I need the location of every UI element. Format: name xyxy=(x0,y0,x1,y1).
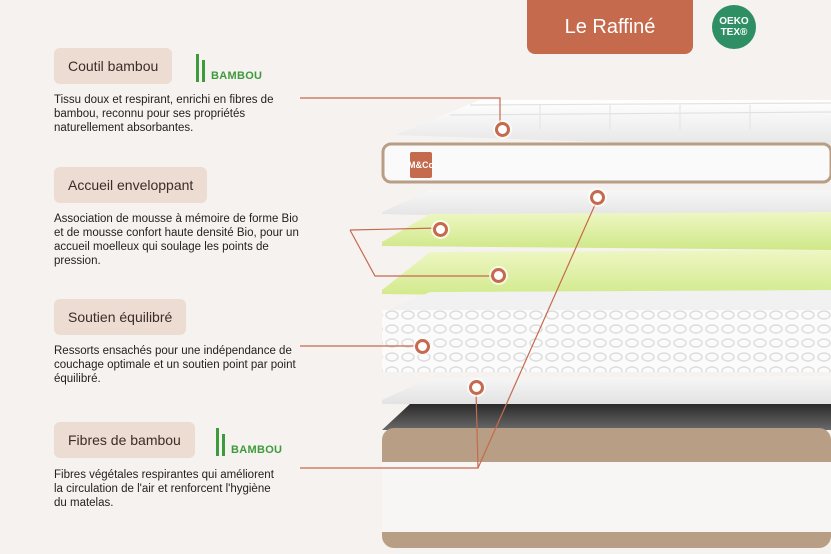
spring-layer xyxy=(382,290,831,372)
bambou-badge: BAMBOU xyxy=(212,428,282,456)
feature-description-fibres-de-bambou: Fibres végétales respirantes qui amélior… xyxy=(54,469,274,509)
product-title: Le Raffiné xyxy=(564,15,656,38)
feature-label-soutien-equilibre: Soutien équilibré xyxy=(54,299,187,335)
memory-foam-layer-1 xyxy=(382,212,831,250)
brand-tag: M&Co xyxy=(408,152,434,178)
feature-description-accueil-enveloppant: Association de mousse à mémoire de forme… xyxy=(54,213,299,267)
leader-lines xyxy=(300,97,599,469)
oeko-tex-badge: OEKO TEX® xyxy=(712,5,756,49)
bamboo-icon xyxy=(192,54,210,82)
feature-label-coutil-bambou: Coutil bambou xyxy=(54,48,173,84)
base-layer xyxy=(382,404,831,548)
product-title-tab: Le Raffiné xyxy=(527,0,693,54)
topper-layer xyxy=(381,100,831,184)
feature-label-accueil-enveloppant: Accueil enveloppant xyxy=(54,167,208,203)
feature-description-soutien-equilibre: Ressorts ensachés pour une indépendance … xyxy=(54,345,296,385)
bamboo-icon xyxy=(212,428,230,456)
feature-label-fibres-de-bambou: Fibres de bambou xyxy=(54,422,195,458)
hotspot-base[interactable] xyxy=(469,380,484,395)
bambou-badge: BAMBOU xyxy=(192,54,262,82)
hotspot-memory-foam-2[interactable] xyxy=(491,268,506,283)
hotspot-springs[interactable] xyxy=(415,339,430,354)
feature-description-coutil-bambou: Tissu doux et respirant, enrichi en fibr… xyxy=(54,94,274,134)
memory-foam-layer-2 xyxy=(382,250,831,300)
hotspot-memory-foam-1[interactable] xyxy=(433,222,448,237)
separator-layer xyxy=(382,376,831,410)
hotspot-topper[interactable] xyxy=(495,122,510,137)
hotspot-comfort-foam[interactable] xyxy=(590,190,605,205)
